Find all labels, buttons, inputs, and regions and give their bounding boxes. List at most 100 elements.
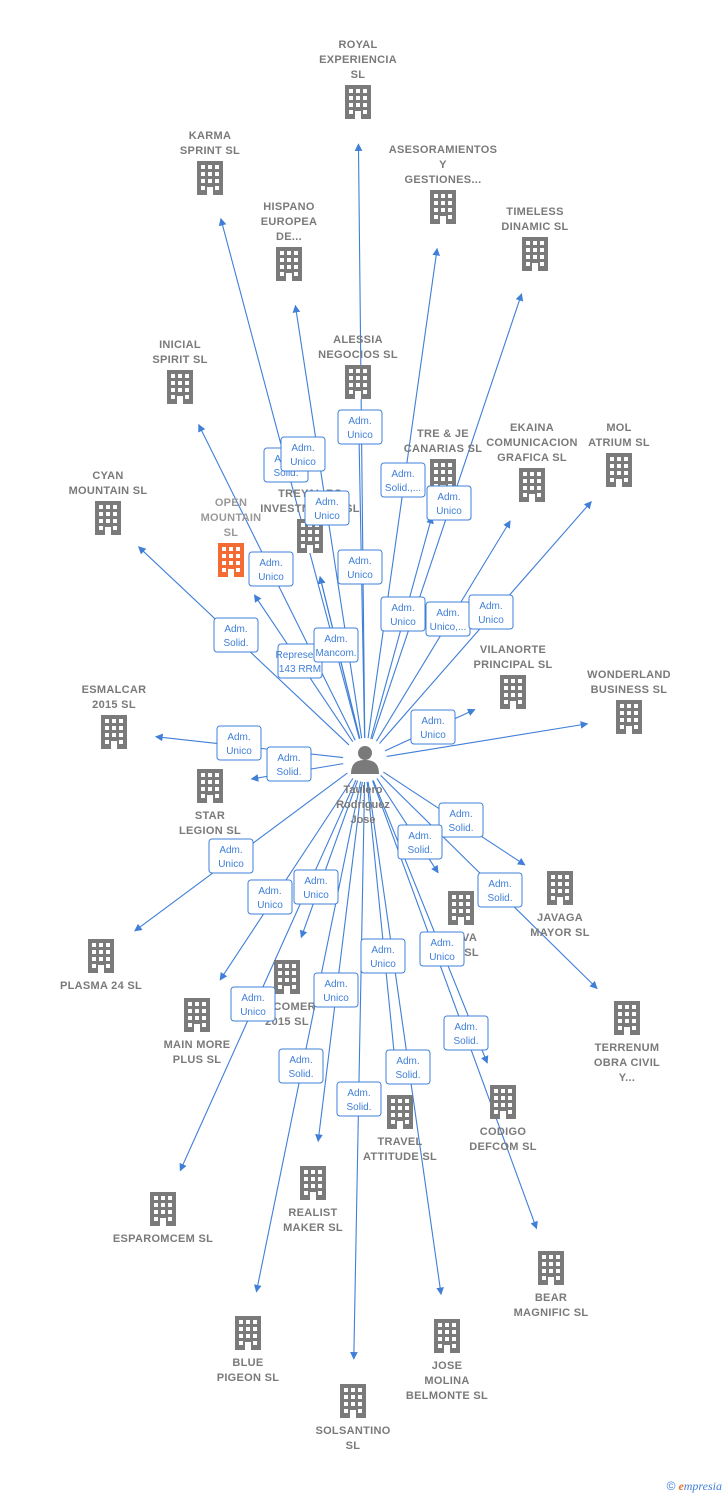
building-icon: [434, 1319, 460, 1353]
badge-box: [247, 879, 293, 915]
role-badge[interactable]: Adm.Unico: [280, 436, 326, 472]
role-badge[interactable]: Adm.Unico: [419, 931, 465, 967]
brand-footer[interactable]: © empresia: [667, 1479, 722, 1494]
company-name-line: KARMA: [189, 130, 231, 142]
role-badge[interactable]: Adm.Unico: [230, 986, 276, 1022]
company-node-karma[interactable]: KARMA SPRINT SL: [180, 130, 240, 195]
role-badge[interactable]: Adm.Solid.: [385, 1049, 431, 1085]
company-name-line: CODIGO: [480, 1126, 527, 1138]
role-badge[interactable]: Represent.143 RRM: [276, 643, 325, 679]
building-icon: [276, 247, 302, 281]
role-badge[interactable]: Adm. Unico: [426, 485, 472, 521]
role-badge[interactable]: Adm.Unico,...: [425, 601, 471, 637]
role-label: Unico: [429, 952, 455, 963]
role-badge[interactable]: Adm.Solid.: [266, 746, 312, 782]
role-label: Solid.: [273, 468, 298, 479]
role-label: Represent.: [276, 650, 325, 661]
role-label: Unico: [370, 959, 396, 970]
role-badge[interactable]: Adm.Unico: [337, 409, 383, 445]
role-label: Unico: [258, 572, 284, 583]
role-badge[interactable]: Adm.Unico: [248, 551, 294, 587]
role-badge[interactable]: Adm.Unico: [380, 596, 426, 632]
company-name-line: Y: [439, 159, 447, 171]
role-badge[interactable]: Adm.Unico: [410, 709, 456, 745]
company-name-line: CYAN: [92, 470, 123, 482]
role-badge[interactable]: Adm.Unico: [468, 594, 514, 630]
company-name-line: MAYOR SL: [530, 927, 589, 939]
person-icon: [351, 746, 379, 774]
badge-box: [216, 725, 262, 761]
role-badge[interactable]: Adm.Solid.: [438, 802, 484, 838]
company-node-plasma[interactable]: PLASMA 24 SL: [60, 939, 142, 992]
role-badge[interactable]: Adm.Unico: [360, 938, 406, 974]
role-badge[interactable]: Adm.Solid.: [443, 1015, 489, 1051]
role-badge[interactable]: Adm.Solid.: [213, 617, 259, 653]
role-label: Solid.,...: [385, 483, 421, 494]
role-badge[interactable]: Adm.Unico: [293, 869, 339, 905]
role-label: Mancom.: [315, 648, 356, 659]
edge-to-alcomer: [299, 780, 359, 939]
role-badge[interactable]: Adm.Unico: [216, 725, 262, 761]
role-label: Adm.: [241, 993, 264, 1004]
building-icon: [235, 1316, 261, 1350]
role-badge[interactable]: Adm.Solid.,...: [380, 462, 426, 498]
company-node-esparomcem[interactable]: ESPAROMCEM SL: [113, 1192, 213, 1245]
role-label: Adm.: [437, 492, 460, 503]
role-badge[interactable]: Adm.Mancom.: [313, 627, 359, 663]
role-badge[interactable]: Adm.Unico: [208, 838, 254, 874]
badge-box: [468, 594, 514, 630]
company-name-line: PLUS SL: [173, 1054, 222, 1066]
badge-box: [313, 627, 359, 663]
company-name-line: SPRINT SL: [180, 145, 240, 157]
role-badge[interactable]: Adm.Unico: [304, 490, 350, 526]
role-label: Unico: [436, 506, 462, 517]
role-label: Adm.: [291, 443, 314, 454]
role-badge[interactable]: Adm.Unico: [247, 879, 293, 915]
role-label: Adm.: [436, 608, 459, 619]
role-badge[interactable]: Adm.Solid.: [397, 824, 443, 860]
role-badge[interactable]: Adm.Solid.: [336, 1081, 382, 1117]
role-badge[interactable]: Adm.Unico: [313, 972, 359, 1008]
role-label: Unico: [478, 615, 504, 626]
building-icon: [340, 1384, 366, 1418]
role-label: Solid.: [453, 1036, 478, 1047]
role-label: Adm.: [224, 624, 247, 635]
company-name-line: 2015 SL: [265, 1016, 309, 1028]
role-badge[interactable]: Adm.Solid.: [477, 872, 523, 908]
role-badge[interactable]: Adm.Unico: [337, 549, 383, 585]
company-name-line: BELMONTE SL: [406, 1390, 488, 1402]
building-icon: [448, 891, 474, 925]
role-badge[interactable]: Adm.Solid.: [278, 1048, 324, 1084]
copyright-symbol: ©: [666, 1479, 676, 1493]
role-label: Solid.: [395, 1070, 420, 1081]
role-label: Unico: [314, 511, 340, 522]
